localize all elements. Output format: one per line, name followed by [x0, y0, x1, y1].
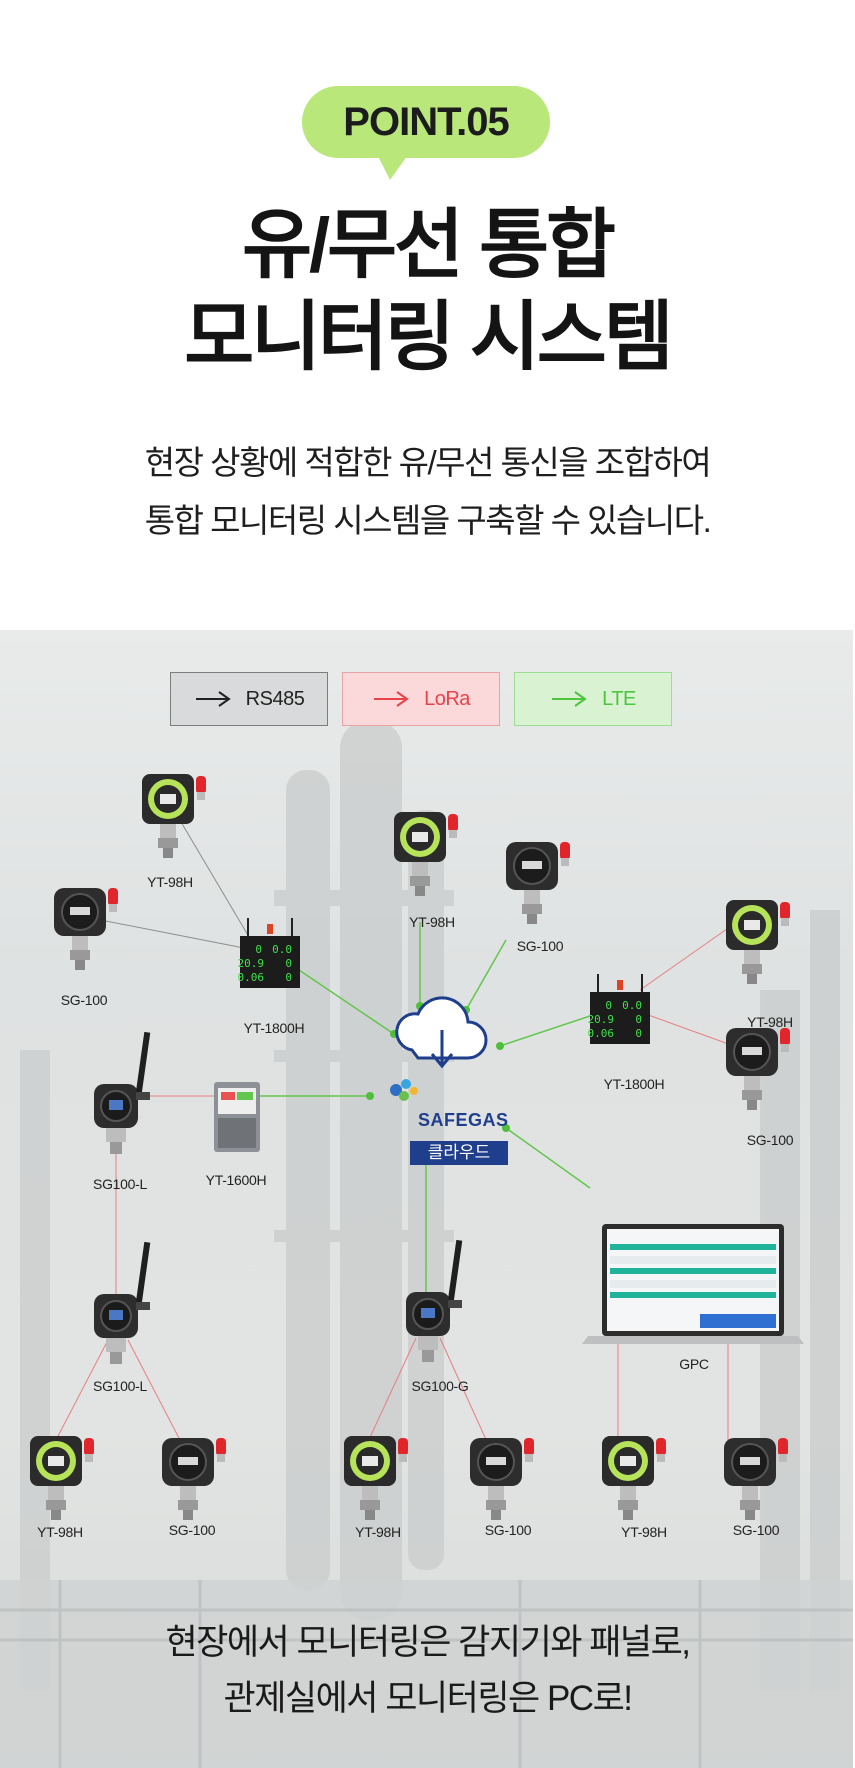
- yt98h-detector-b: [394, 812, 458, 896]
- label-sg100-e: SG-100: [448, 1522, 568, 1538]
- label-sg100-f: SG-100: [696, 1522, 816, 1538]
- sg100-detector-c: [726, 1028, 790, 1110]
- safegas-logo-icon: [390, 1079, 418, 1101]
- sg100l-detector-a: [94, 1032, 150, 1154]
- yt98h-detector-a: [142, 774, 206, 858]
- label-yt98h-c: YT-98H: [710, 1014, 830, 1030]
- lte-lines: [250, 922, 590, 1294]
- yt1800h-panel-a: [238, 918, 301, 988]
- label-gpc: GPC: [634, 1356, 754, 1372]
- label-yt1600h: YT-1600H: [176, 1172, 296, 1188]
- footer-line-2: 관제실에서 모니터링은 PC로!: [0, 1670, 855, 1728]
- label-sg100-d: SG-100: [132, 1522, 252, 1538]
- footer-line-1: 현장에서 모니터링은 감지기와 패널로,: [0, 1614, 855, 1672]
- label-yt98h-e: YT-98H: [318, 1524, 438, 1540]
- label-yt98h-f: YT-98H: [584, 1524, 704, 1540]
- label-sg100l-a: SG100-L: [60, 1176, 180, 1192]
- label-yt98h-b: YT-98H: [372, 914, 492, 930]
- gpc-laptop: [582, 1224, 804, 1344]
- label-yt98h-a: YT-98H: [110, 874, 230, 890]
- yt98h-detector-f: [602, 1436, 666, 1520]
- cloud-icon: [397, 998, 486, 1066]
- label-sg100g: SG100-G: [380, 1378, 500, 1394]
- sg100-detector-b: [506, 842, 570, 924]
- sg100g-detector: [406, 1240, 462, 1362]
- sg100-detector-a: [54, 888, 118, 970]
- sg100l-detector-b: [94, 1242, 150, 1364]
- cloud-label: 클라우드: [410, 1141, 508, 1165]
- label-yt1800h-a: YT-1800H: [214, 1020, 334, 1036]
- yt1800h-panel-b: [588, 974, 651, 1044]
- sg100-detector-e: [470, 1438, 534, 1520]
- label-sg100-b: SG-100: [480, 938, 600, 954]
- sg100-detector-d: [162, 1438, 226, 1520]
- safegas-brand-text: SAFEGAS: [418, 1110, 509, 1131]
- yt98h-detector-e: [344, 1436, 408, 1520]
- label-sg100-c: SG-100: [710, 1132, 830, 1148]
- yt1600h-controller: [214, 1082, 260, 1152]
- label-sg100l-b: SG100-L: [60, 1378, 180, 1394]
- label-yt1800h-b: YT-1800H: [574, 1076, 694, 1092]
- yt98h-detector-d: [30, 1436, 94, 1520]
- yt98h-detector-c: [726, 900, 790, 984]
- sg100-detector-f: [724, 1438, 788, 1520]
- label-sg100-a: SG-100: [24, 992, 144, 1008]
- label-yt98h-d: YT-98H: [0, 1524, 120, 1540]
